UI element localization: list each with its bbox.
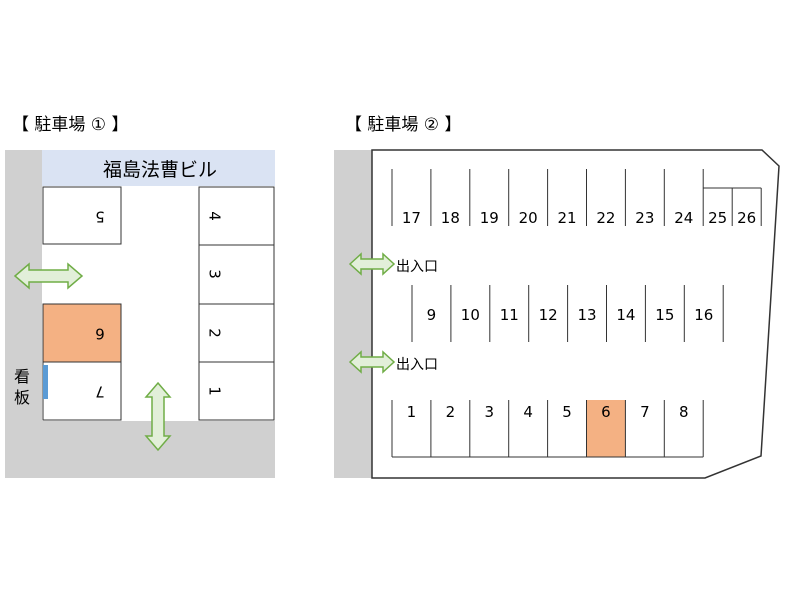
lot2-space-label: 10 <box>461 306 480 324</box>
building-name: 福島法曹ビル <box>103 159 217 181</box>
lot1-space-label: 2 <box>206 328 224 338</box>
lot1-space-label: 6 <box>95 325 105 343</box>
lot1-space-1 <box>198 361 275 421</box>
lot2-space-label: 19 <box>480 209 499 227</box>
sign-marker <box>43 365 48 399</box>
lot2-space-label: 16 <box>694 306 713 324</box>
lot2-row-top: 17 18 19 20 21 22 23 24 25 26 <box>391 169 762 227</box>
entrance-arrow-icon <box>348 252 396 276</box>
lot2-space-label: 7 <box>640 403 650 421</box>
lot1-space-6 <box>42 303 122 363</box>
lot2-road <box>334 150 372 478</box>
lot2-space-label: 22 <box>596 209 615 227</box>
lot2-space-label: 24 <box>674 209 693 227</box>
lot2-space-label: 2 <box>446 403 456 421</box>
lot2-space-label: 14 <box>616 306 635 324</box>
lot2-space-label: 6 <box>601 403 611 421</box>
lot1-space-label: 5 <box>95 208 105 226</box>
sign-label-2: 板 <box>14 388 30 407</box>
lot2-space-label: 25 <box>708 209 727 227</box>
lot1-space-label: 1 <box>206 386 224 396</box>
lot2-space-label: 26 <box>737 209 756 227</box>
lot2-space-label: 18 <box>441 209 460 227</box>
lot2-space-label: 3 <box>484 403 494 421</box>
building-strip <box>42 150 275 186</box>
entrance-label: 出入口 <box>396 259 438 275</box>
lot1-space-label: 4 <box>206 211 224 221</box>
entrance-arrow-icon <box>144 381 172 452</box>
lot1-space-5 <box>42 186 122 245</box>
lot2-space-label: 15 <box>655 306 674 324</box>
lot2-space-label: 9 <box>427 306 437 324</box>
entrance-arrow-icon <box>348 350 396 374</box>
lot2-space-label: 20 <box>519 209 538 227</box>
lot2-space-label: 12 <box>539 306 558 324</box>
entrance-arrow-icon <box>13 262 84 290</box>
lot2-space-label: 23 <box>635 209 654 227</box>
lot1-space-label: 7 <box>95 383 105 401</box>
lot1-space-4 <box>198 186 275 246</box>
lot2-space-label: 1 <box>407 403 417 421</box>
lot1-space-label: 3 <box>206 269 224 279</box>
lot2-outline <box>371 149 780 479</box>
lot1-space-7 <box>42 361 122 421</box>
lot2-space-label: 8 <box>679 403 689 421</box>
lot2-row-bottom: 1 2 3 4 5 6 7 8 <box>391 400 704 458</box>
lot2-space-label: 13 <box>578 306 597 324</box>
entrance-label: 出入口 <box>396 357 438 373</box>
lot2-space-label: 21 <box>558 209 577 227</box>
lot2-title: 【 駐車場 ② 】 <box>345 115 461 135</box>
sign-label-1: 看 <box>14 367 30 386</box>
lot2-space-label: 17 <box>402 209 421 227</box>
lot2-space-label: 4 <box>523 403 533 421</box>
lot2-space-highlight <box>586 400 626 457</box>
lot2-space-label: 11 <box>500 306 519 324</box>
lot2-row-middle: 9 10 11 12 13 14 15 16 <box>411 285 724 342</box>
lot2-space-label: 5 <box>562 403 572 421</box>
lot1-title: 【 駐車場 ① 】 <box>12 115 128 135</box>
